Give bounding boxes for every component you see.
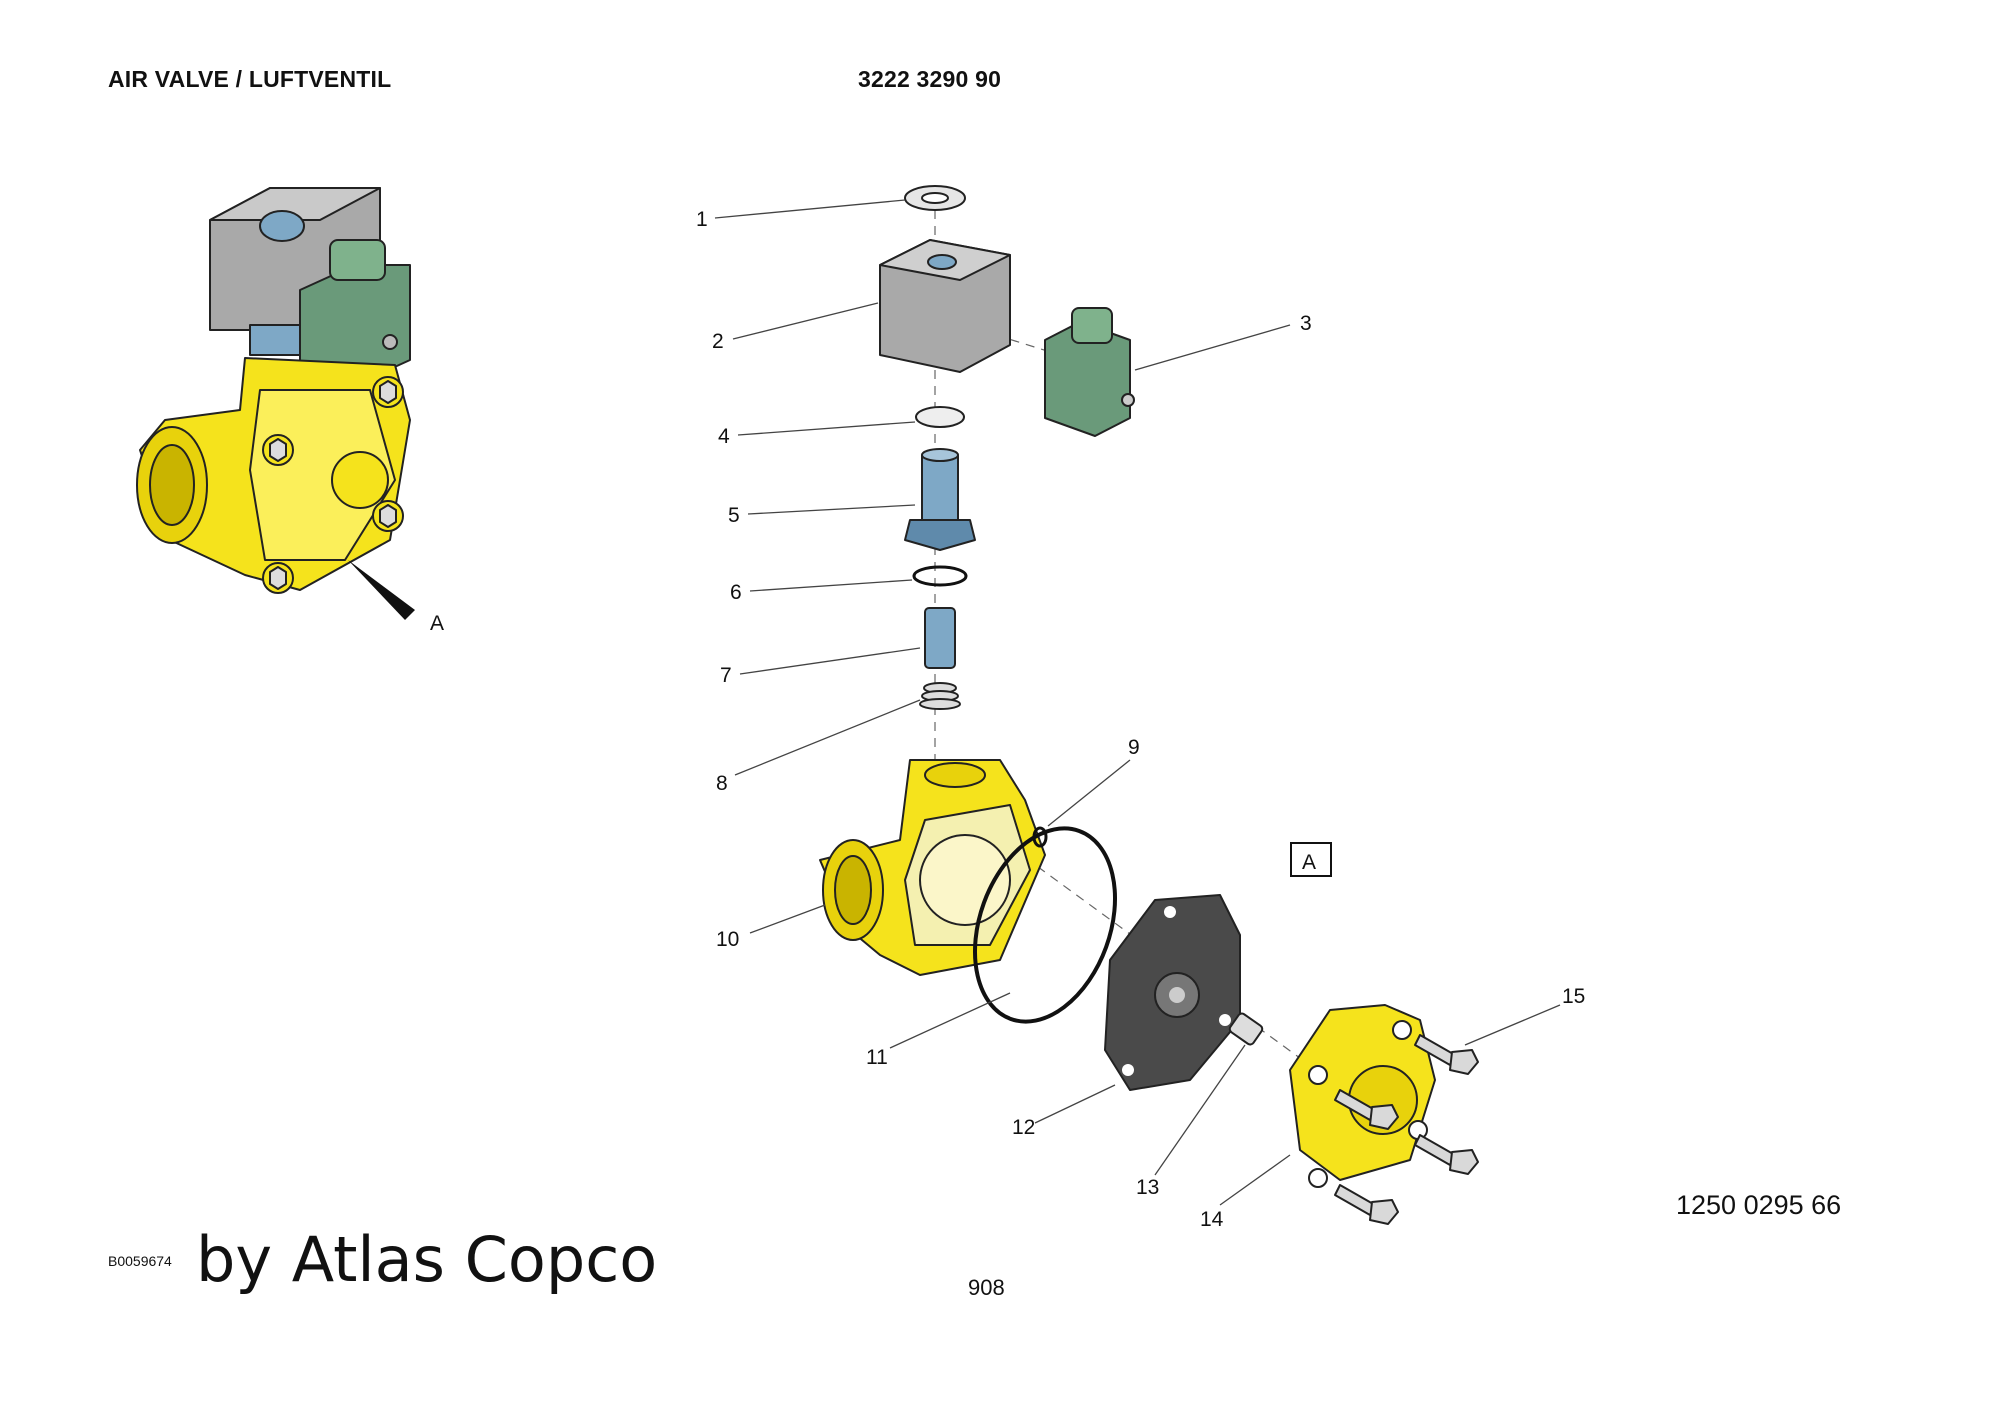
part-4-washer: [915, 406, 965, 428]
callout-6: 6: [730, 581, 742, 604]
part-12-diaphragm: [1104, 894, 1241, 1091]
part-2-coil: [879, 239, 1011, 373]
callout-13: 13: [1136, 1176, 1159, 1199]
assembled-valve-illustration: [136, 187, 415, 620]
image-id: B0059674: [108, 1253, 172, 1269]
callout-4: 4: [718, 425, 730, 448]
part-5-armature-tube: [904, 448, 976, 551]
callout-8: 8: [716, 772, 728, 795]
callout-9: 9: [1128, 736, 1140, 759]
callout-10: 10: [716, 928, 739, 951]
callout-12: 12: [1012, 1116, 1035, 1139]
reference-code: 1250 0295 66: [1676, 1190, 1842, 1220]
callout-11: 11: [866, 1046, 888, 1069]
part-15-bolts: [1334, 1034, 1479, 1225]
part-3-connector: [1044, 307, 1135, 437]
part-14-cover: [1289, 1004, 1436, 1188]
callout-5: 5: [728, 504, 740, 527]
callout-14: 14: [1200, 1208, 1224, 1231]
part-11-o-ring: [972, 826, 1118, 1024]
callout-15: 15: [1562, 985, 1585, 1008]
part-7-plunger: [924, 607, 956, 669]
page-number: 908: [968, 1275, 1005, 1300]
callout-2: 2: [712, 330, 724, 353]
brand-watermark: by Atlas Copco: [196, 1223, 658, 1296]
callout-3: 3: [1300, 312, 1312, 335]
part-8-spring: [919, 682, 961, 710]
part-13-spring: [1228, 1012, 1264, 1046]
view-box-label: A: [1302, 851, 1316, 874]
callout-7: 7: [720, 664, 732, 687]
part-6-o-ring: [912, 565, 968, 587]
view-arrow-label: A: [430, 612, 444, 635]
view-box: [1290, 842, 1332, 877]
part-1-clip: [904, 185, 966, 211]
assembly-part-number: 3222 3290 90: [858, 66, 1002, 92]
page-title: AIR VALVE / LUFTVENTIL: [108, 66, 392, 92]
callout-1: 1: [696, 208, 708, 231]
part-10-valve-body: [819, 759, 1046, 976]
